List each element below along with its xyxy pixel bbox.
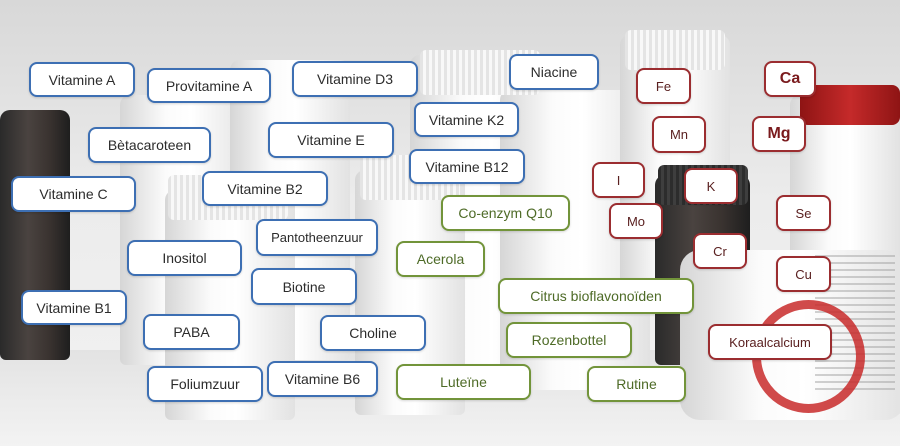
tag-vitamine-e[interactable]: Vitamine E <box>268 122 394 158</box>
tag-vitamine-b12[interactable]: Vitamine B12 <box>409 149 525 184</box>
tag-vitamine-d3[interactable]: Vitamine D3 <box>292 61 418 97</box>
tag-mg[interactable]: Mg <box>752 116 806 152</box>
tag-foliumzuur[interactable]: Foliumzuur <box>147 366 263 402</box>
tag-provitamine-a[interactable]: Provitamine A <box>147 68 271 103</box>
tag-paba[interactable]: PABA <box>143 314 240 350</box>
tag-luteine[interactable]: Luteïne <box>396 364 531 400</box>
tag-vitamine-k2[interactable]: Vitamine K2 <box>414 102 519 137</box>
tag-co-enzym-q10[interactable]: Co-enzym Q10 <box>441 195 570 231</box>
bottle-cap-back-right <box>625 30 725 70</box>
tag-mo[interactable]: Mo <box>609 203 663 239</box>
tag-inositol[interactable]: Inositol <box>127 240 242 276</box>
tag-fe[interactable]: Fe <box>636 68 691 104</box>
tag-k[interactable]: K <box>684 168 738 204</box>
tag-biotine[interactable]: Biotine <box>251 268 357 305</box>
tag-vitamine-c[interactable]: Vitamine C <box>11 176 136 212</box>
tag-koraalcalcium[interactable]: Koraalcalcium <box>708 324 832 360</box>
tag-rutine[interactable]: Rutine <box>587 366 686 402</box>
tag-cu[interactable]: Cu <box>776 256 831 292</box>
tag-vitamine-a[interactable]: Vitamine A <box>29 62 135 97</box>
tag-rozenbottel[interactable]: Rozenbottel <box>506 322 632 358</box>
tag-choline[interactable]: Choline <box>320 315 426 351</box>
tag-cr[interactable]: Cr <box>693 233 747 269</box>
tag-vitamine-b1[interactable]: Vitamine B1 <box>21 290 127 325</box>
tag-pantotheenzuur[interactable]: Pantotheenzuur <box>256 219 378 256</box>
tag-niacine[interactable]: Niacine <box>509 54 599 90</box>
tag-mn[interactable]: Mn <box>652 116 706 153</box>
tag-vitamine-b2[interactable]: Vitamine B2 <box>202 171 328 206</box>
red-cap <box>800 85 900 125</box>
tag-ca[interactable]: Ca <box>764 61 816 97</box>
tag-citrus-bioflavonoiden[interactable]: Citrus bioflavonoïden <box>498 278 694 314</box>
tag-vitamine-b6[interactable]: Vitamine B6 <box>267 361 378 397</box>
tag-i[interactable]: I <box>592 162 645 198</box>
tag-se[interactable]: Se <box>776 195 831 231</box>
tag-acerola[interactable]: Acerola <box>396 241 485 277</box>
tag-betacaroteen[interactable]: Bètacaroteen <box>88 127 211 163</box>
